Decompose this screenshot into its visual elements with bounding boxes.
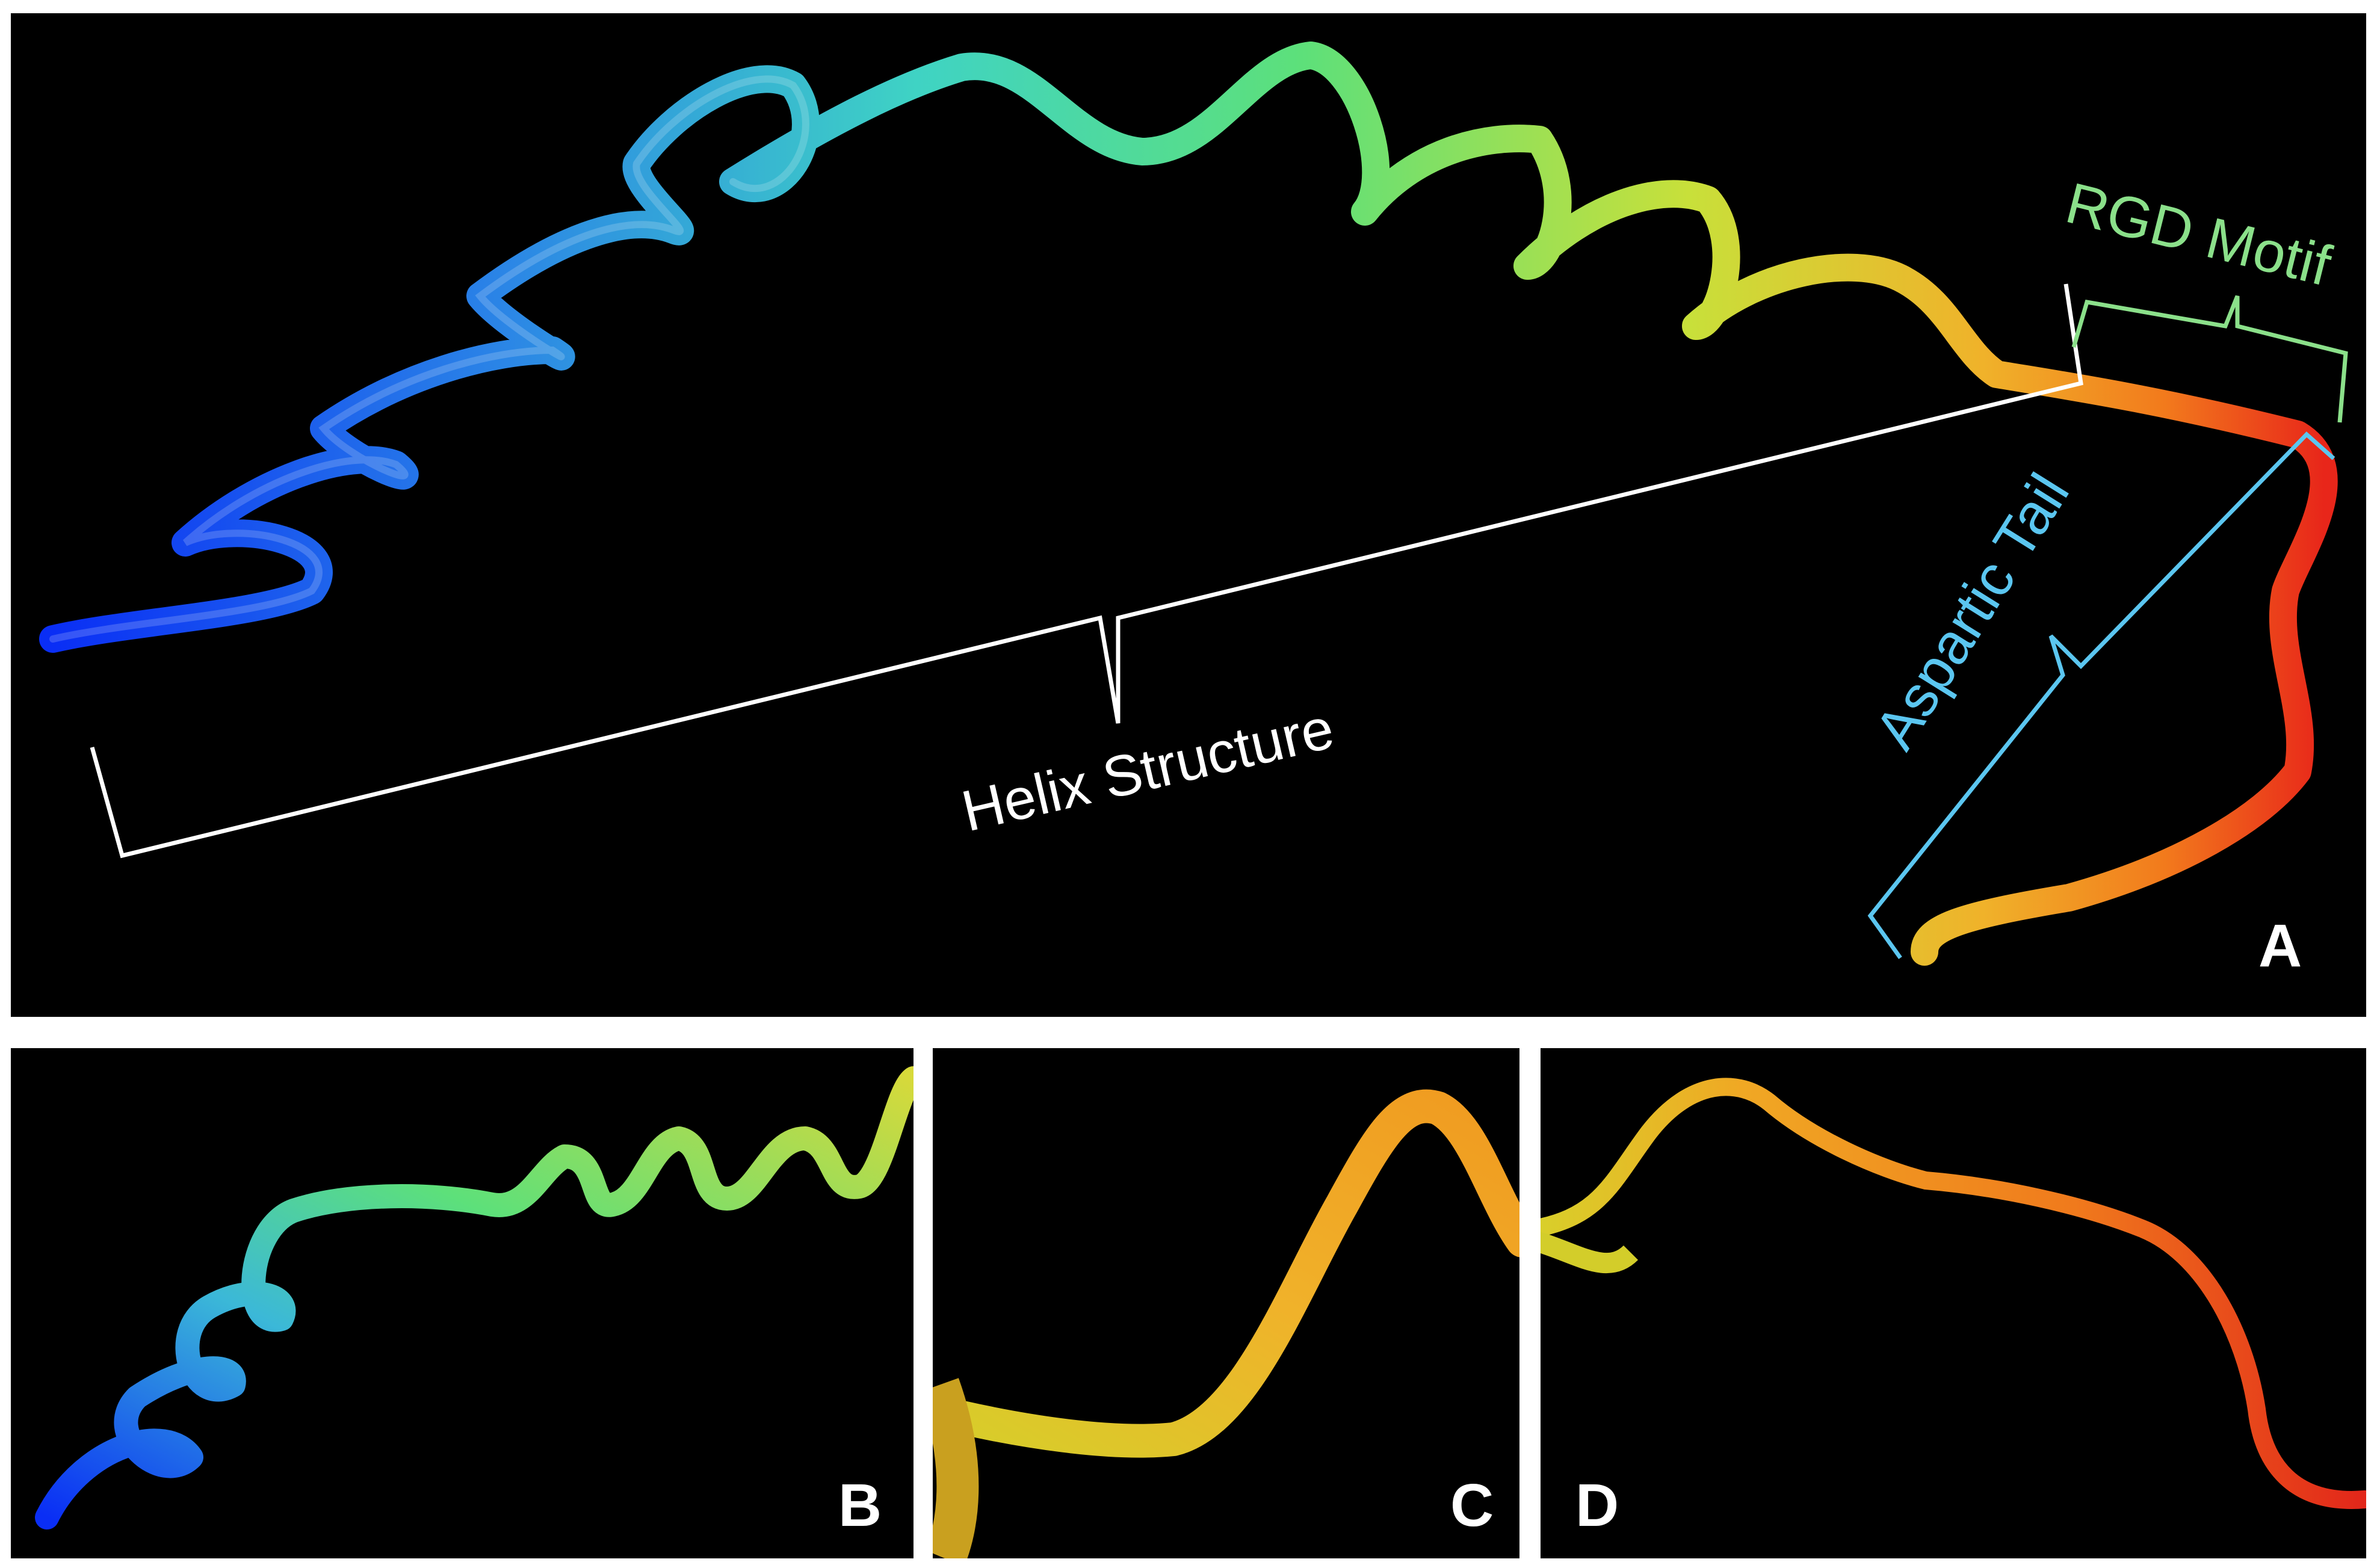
panel-label-d: D: [1575, 1472, 1619, 1539]
panel-label-b: B: [838, 1472, 882, 1539]
aspartic-tail-ribbon: [1541, 1078, 2366, 1509]
helix-structure-label: Helix Structure: [956, 696, 1340, 844]
rgd-motif-label: RGD Motif: [2060, 171, 2337, 298]
rgd-ribbon: [933, 1089, 1519, 1458]
helix-ribbon: [35, 1066, 913, 1529]
panel-b: B: [11, 1048, 913, 1558]
panel-c-figure: [933, 1089, 1519, 1558]
panel-b-figure: [35, 1066, 913, 1529]
panel-d: D: [1541, 1048, 2366, 1558]
rgd-bracket: [2071, 295, 2348, 423]
protein-ribbon: [39, 42, 2338, 966]
panel-a: Helix Structure RGD Motif Aspartic Tail …: [11, 13, 2366, 1017]
panel-label-c: C: [1450, 1472, 1494, 1539]
aspartic-bracket: [1867, 431, 2335, 960]
aspartic-tail-label: Aspartic Tail: [1862, 463, 2082, 760]
helix-bracket: [90, 283, 2083, 859]
panel-label-a: A: [2258, 912, 2302, 980]
panel-c: C: [933, 1048, 1519, 1558]
panel-a-figure: Helix Structure RGD Motif Aspartic Tail: [39, 42, 2348, 966]
panel-d-figure: [1541, 1078, 2366, 1509]
